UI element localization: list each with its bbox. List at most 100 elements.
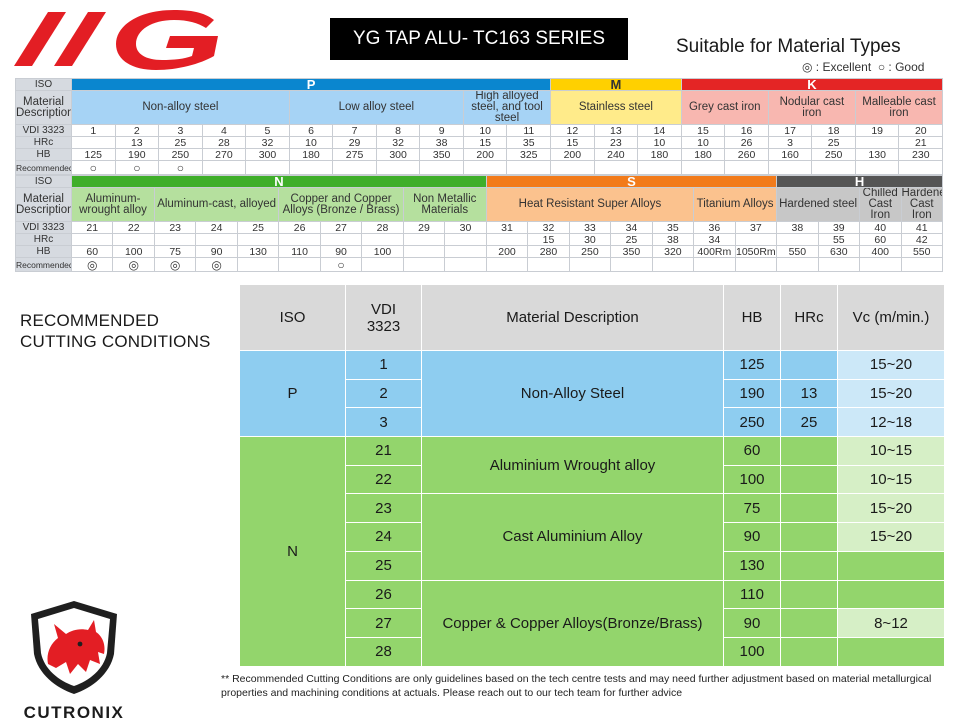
rec-cell: [332, 160, 377, 175]
hrc-cell: [485, 233, 529, 246]
hrc-cell: 15: [462, 136, 508, 149]
rec-cell: [278, 257, 321, 272]
hrc-cell: 32: [245, 136, 290, 149]
footnote: ** Recommended Cutting Conditions are on…: [221, 673, 932, 699]
vdi-cell: 6: [288, 124, 334, 137]
rec-cell: [898, 160, 944, 175]
hrc-cell: [780, 550, 838, 581]
header-iso: ISO: [239, 284, 346, 351]
hrc-cell: [153, 233, 197, 246]
hrc-cell: [780, 579, 838, 610]
series-title: YG TAP ALU- TC163 SERIES: [330, 18, 628, 60]
vdi-cell: 20: [898, 124, 944, 137]
rec-cell: [375, 160, 421, 175]
vdi-cell: 1: [345, 350, 422, 380]
label-material: Material Description: [15, 90, 72, 125]
rec-cell: [776, 257, 819, 272]
hb-cell: 200: [485, 245, 529, 258]
vdi-cell: 24: [345, 522, 422, 552]
hrc-cell: 38: [651, 233, 695, 246]
hb-cell: 350: [419, 148, 464, 161]
rec-cell: [854, 160, 900, 175]
hb-cell: 75: [723, 493, 781, 524]
rec-row: Recommended◎◎◎◎○: [15, 257, 943, 272]
vdi-cell: 33: [568, 221, 612, 234]
hrc-cell: [780, 493, 838, 524]
legend-excellent: ◎ : Excellent: [802, 60, 872, 74]
hb-cell: 250: [568, 245, 612, 258]
material-desc: Hardened steel: [776, 187, 861, 222]
rec-cell: [568, 257, 612, 272]
material-desc: Heat Resistant Super Alloys: [485, 187, 695, 222]
hrc-cell: 13: [114, 136, 160, 149]
vdi-cell: 2: [114, 124, 160, 137]
hrc-cell: [236, 233, 280, 246]
rec-row: Recommended○○○: [15, 160, 944, 175]
rec-cell: [734, 257, 778, 272]
rec-cell: [419, 160, 464, 175]
hrc-cell: [444, 233, 487, 246]
hb-cell: 90: [723, 608, 781, 638]
rec-cell: ◎: [153, 257, 197, 272]
vdi-cell: 4: [201, 124, 247, 137]
header-desc: Material Description: [421, 284, 724, 351]
vdi-cell: 7: [332, 124, 377, 137]
hrc-cell: [780, 522, 838, 552]
hrc-cell: [734, 233, 778, 246]
vdi-cell: 21: [345, 436, 422, 466]
hrc-cell: [195, 233, 238, 246]
hrc-cell: 25: [158, 136, 203, 149]
hrc-cell: 38: [419, 136, 464, 149]
cutronix-wordmark: CUTRONIX: [23, 703, 125, 720]
vdi-cell: 41: [900, 221, 943, 234]
hrc-cell: 25: [610, 233, 653, 246]
vdi-cell: 32: [527, 221, 570, 234]
rec-cell: ◎: [112, 257, 155, 272]
header-vdi-line2: 3323: [366, 317, 401, 335]
vdi-cell: 10: [462, 124, 508, 137]
conditions-title: RECOMMENDED CUTTING CONDITIONS: [20, 310, 211, 352]
header-hb: HB: [723, 284, 781, 351]
hrc-cell: [319, 233, 363, 246]
hrc-cell: 15: [550, 136, 595, 149]
hb-cell: 90: [723, 522, 781, 552]
iso-group-S: S: [485, 175, 778, 188]
rec-cell: ○: [114, 160, 160, 175]
hrc-cell: [112, 233, 155, 246]
vdi-cell: 25: [236, 221, 280, 234]
vdi-cell: 11: [506, 124, 552, 137]
hb-cell: 270: [201, 148, 247, 161]
vdi-cell: 22: [112, 221, 155, 234]
hrc-cell: [776, 233, 819, 246]
rec-cell: ◎: [195, 257, 238, 272]
hrc-cell: 34: [693, 233, 736, 246]
hb-cell: 630: [817, 245, 861, 258]
vdi-cell: 9: [419, 124, 464, 137]
rec-cell: [361, 257, 404, 272]
hb-cell: 260: [724, 148, 769, 161]
vdi-cell: 23: [153, 221, 197, 234]
hb-cell: 130: [236, 245, 280, 258]
vdi-cell: 2: [345, 378, 422, 409]
hb-cell: 200: [462, 148, 508, 161]
legend-good: ○ : Good: [877, 60, 925, 74]
hb-cell: 550: [900, 245, 943, 258]
hb-cell: 320: [651, 245, 695, 258]
hb-cell: [402, 245, 446, 258]
hrc-cell: 42: [900, 233, 943, 246]
hb-cell: 250: [811, 148, 856, 161]
hb-cell: 130: [854, 148, 900, 161]
vc-cell: 15~20: [837, 350, 945, 380]
material-desc-cell: Copper & Copper Alloys(Bronze/Brass): [421, 579, 724, 667]
hrc-cell: 21: [898, 136, 944, 149]
rec-cell: [245, 160, 290, 175]
rec-cell: [550, 160, 595, 175]
rec-cell: [900, 257, 943, 272]
